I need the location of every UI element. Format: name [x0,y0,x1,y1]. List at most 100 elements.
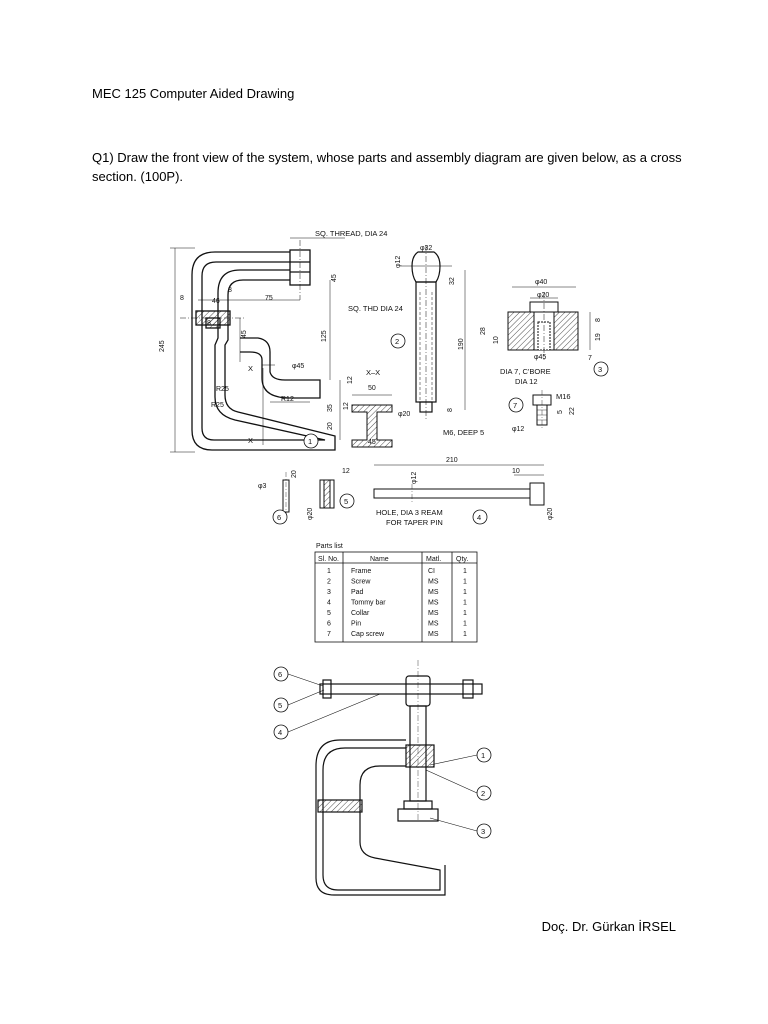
assembly-callout-3: 3 [481,827,485,836]
assembly-callout-4: 4 [278,728,282,737]
section-mark-xx: X–X [366,368,380,377]
parts-cell-r1-c4: 1 [463,568,467,575]
dim-12b: 12 [343,402,350,410]
parts-cell-r3-c1: 3 [327,589,331,596]
parts-cell-r3-c4: 1 [463,589,467,596]
note-sq-thread: SQ. THREAD, DIA 24 [315,229,387,238]
dim-125: 125 [321,330,328,342]
callout-3: 3 [598,365,602,374]
parts-cell-r5-c4: 1 [463,610,467,617]
callout-2: 2 [395,337,399,346]
parts-cell-r1-c1: 1 [327,568,331,575]
note-taper-pin: FOR TAPER PIN [386,518,443,527]
parts-cell-r5-c3: MS [428,610,439,617]
dim-phi3: φ3 [258,483,267,490]
question-text: Q1) Draw the front view of the system, w… [92,150,682,184]
assembly-view [315,660,483,896]
assembly-callout-2: 2 [481,789,485,798]
author-signature: Doç. Dr. Gürkan İRSEL [541,919,676,934]
dim-phi12c: φ12 [411,472,418,484]
dim-45c: 45 [368,439,376,446]
note-m16: M16 [556,392,571,401]
assembly-leaders [287,673,478,832]
dim-35: 35 [327,404,334,412]
dim-32: 32 [449,277,456,285]
parts-cell-r6-c2: Pin [351,621,361,628]
parts-cell-r6-c1: 6 [327,621,331,628]
dim-50: 50 [368,385,376,392]
section-mark-x-top: X [248,364,253,373]
parts-list-grid [314,551,478,643]
parts-cell-r3-c2: Pad [351,589,364,596]
dim-phi32: φ32 [420,245,432,252]
dim-phi20b: φ20 [537,292,549,299]
parts-cell-r6-c4: 1 [463,621,467,628]
parts-cell-r2-c4: 1 [463,579,467,586]
dim-20b: 20 [291,470,298,478]
section-mark-x-bottom: X [248,436,253,445]
callout-7: 7 [513,401,517,410]
part-pin-view [282,472,290,520]
parts-cell-r4-c4: 1 [463,600,467,607]
parts-cell-r5-c1: 5 [327,610,331,617]
dim-5: 5 [557,410,564,414]
frame-dimension-lines [170,237,345,453]
callout-6: 6 [277,513,281,522]
parts-cell-r7-c1: 7 [327,631,331,638]
dim-12c: 12 [342,468,350,475]
parts-cell-r6-c3: MS [428,621,439,628]
dim-phi20a: φ20 [398,411,410,418]
parts-cell-r7-c3: MS [428,631,439,638]
parts-cell-r2-c3: MS [428,579,439,586]
callout-1: 1 [308,437,312,446]
section-xx [351,394,393,448]
dim-22: 22 [569,407,576,415]
part-tommy-bar-view [373,464,545,506]
dim-10: 10 [493,336,500,344]
parts-list-title: Parts list [316,543,343,550]
part-pad-view [507,286,591,360]
parts-cell-r2-c2: Screw [351,579,371,586]
dim-190: 190 [458,338,465,350]
dim-8d: 8 [447,408,454,412]
parts-cell-r7-c2: Cap screw [351,631,385,638]
parts-cell-r4-c2: Tommy bar [351,600,386,607]
assembly-callout-1: 1 [481,751,485,760]
parts-cell-r7-c4: 1 [463,631,467,638]
dim-8a: 8 [180,295,184,302]
parts-cell-r4-c3: MS [428,600,439,607]
dim-8e: 8 [595,318,602,322]
part-callouts [272,333,609,525]
note-dia7-cbore: DIA 7, C'BORE [500,367,551,376]
note-dia12: DIA 12 [515,377,538,386]
dim-phi45a: φ45 [292,363,304,370]
dim-46: 46 [212,298,220,305]
part-screw-view [400,245,466,420]
dim-phi20c: φ20 [307,508,314,520]
dim-phi20d: φ20 [547,508,554,520]
dim-210: 210 [446,457,458,464]
dim-75: 75 [265,295,273,302]
assembly-callout-6: 6 [278,670,282,679]
parts-header-slno: Sl. No. [318,556,339,563]
dim-phi40: φ40 [535,279,547,286]
dim-phi45b: φ45 [534,354,546,361]
dim-28: 28 [480,327,487,335]
parts-cell-r1-c3: CI [428,568,435,575]
dim-7: 7 [588,355,592,362]
dim-8b: 8 [228,287,232,294]
callout-5: 5 [344,497,348,506]
assembly-callout-5: 5 [278,701,282,710]
parts-cell-r4-c1: 4 [327,600,331,607]
parts-header-name: Name [370,556,389,563]
assembly-callout-circles [273,666,492,839]
dim-8c: 8 [207,320,211,327]
parts-cell-r2-c1: 2 [327,579,331,586]
dim-r25b: R25 [211,402,224,409]
dim-phi12b: φ12 [512,426,524,433]
dim-r12: R12 [281,396,294,403]
part-cap-screw-view [532,390,552,430]
parts-cell-r1-c2: Frame [351,568,371,575]
